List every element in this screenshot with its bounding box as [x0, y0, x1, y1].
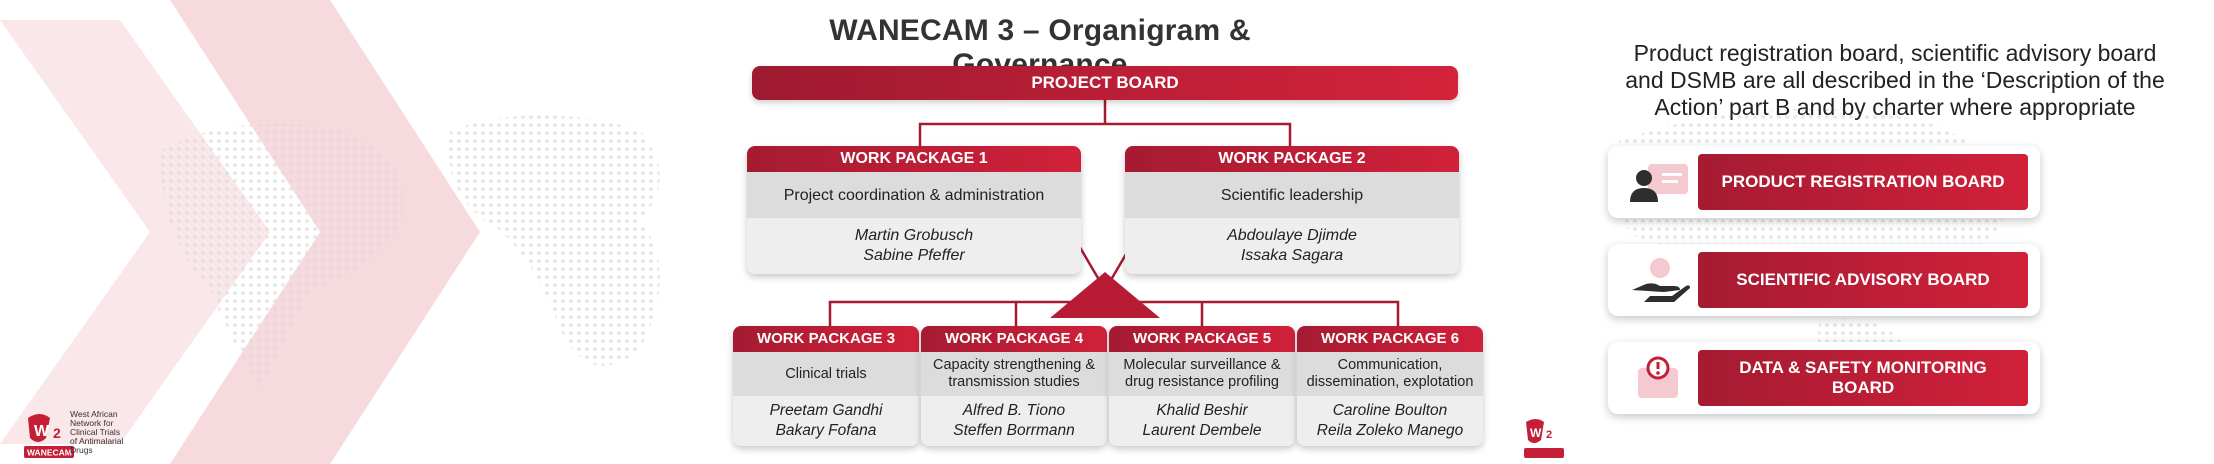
description-line: Communication,	[1337, 357, 1443, 373]
board-label-text: SCIENTIFIC ADVISORY BOARD	[1736, 270, 1990, 289]
work-package-3-description: Clinical trials	[733, 352, 919, 396]
logo-wordmark: WANECAM	[27, 448, 72, 458]
product-registration-board-label: PRODUCT REGISTRATION BOARD	[1698, 154, 2028, 210]
org-text-line: West African	[70, 409, 118, 419]
lead-name: Laurent Dembele	[1142, 422, 1262, 439]
description-line: drug resistance profiling	[1125, 374, 1279, 390]
org-text-line: Drugs	[70, 445, 93, 455]
work-package-3-leads: Preetam Gandhi Bakary Fofana	[733, 396, 919, 446]
lead-name: Caroline Boulton	[1332, 402, 1448, 419]
lead-name: Alfred B. Tiono	[962, 402, 1066, 419]
lead-name: Issaka Sagara	[1240, 247, 1344, 264]
lead-name: Abdoulaye Djimde	[1227, 227, 1357, 244]
lead-name: Steffen Borrmann	[953, 422, 1075, 439]
work-package-5-card: WORK PACKAGE 5 Molecular surveillance & …	[1109, 326, 1295, 446]
org-text-line: Network for	[70, 418, 114, 428]
work-package-1-description: Project coordination & administration	[747, 172, 1081, 218]
product-registration-board-card: PRODUCT REGISTRATION BOARD	[1608, 146, 2040, 218]
work-package-4-leads: Alfred B. Tiono Steffen Borrmann	[921, 396, 1107, 446]
work-package-4-title: WORK PACKAGE 4	[921, 326, 1107, 352]
work-package-1-title: WORK PACKAGE 1	[747, 146, 1081, 172]
hub-triangle	[1050, 272, 1160, 318]
work-package-2-card: WORK PACKAGE 2 Scientific leadership Abd…	[1125, 146, 1459, 274]
work-package-6-title: WORK PACKAGE 6	[1297, 326, 1483, 352]
wanecam-small-logo: W 2	[1524, 419, 1564, 458]
work-package-6-description: Communication, dissemination, explotatio…	[1297, 352, 1483, 396]
data-safety-monitoring-board-card: DATA & SAFETY MONITORING BOARD	[1608, 342, 2040, 414]
lead-name: Khalid Beshir	[1156, 402, 1248, 419]
wanecam-logo: W 2 WANECAM	[24, 414, 74, 458]
description-line: Molecular surveillance &	[1123, 357, 1281, 373]
person-id-card-icon	[1630, 164, 1688, 202]
description-line: dissemination, explotation	[1306, 374, 1474, 390]
lead-name: Preetam Gandhi	[769, 402, 883, 419]
svg-text:2: 2	[53, 425, 61, 441]
work-package-1-card: WORK PACKAGE 1 Project coordination & ad…	[747, 146, 1081, 274]
note-line: Action’ part B and by charter where appr…	[1654, 94, 2136, 120]
hand-person-icon	[1632, 258, 1690, 302]
work-package-6-card: WORK PACKAGE 6 Communication, disseminat…	[1297, 326, 1483, 446]
work-package-4-card: WORK PACKAGE 4 Capacity strengthening & …	[921, 326, 1107, 446]
note-line: and DSMB are all described in the ‘Descr…	[1625, 67, 2165, 93]
alert-document-icon	[1638, 356, 1678, 398]
work-package-1-leads: Martin Grobusch Sabine Pfeffer	[747, 218, 1081, 274]
org-text-line: of Antimalarial	[70, 436, 124, 446]
governance-note: Product registration board, scientific a…	[1575, 40, 2214, 121]
work-package-3-title: WORK PACKAGE 3	[733, 326, 919, 352]
description-line: Capacity strengthening &	[932, 357, 1095, 373]
work-package-3-card: WORK PACKAGE 3 Clinical trials Preetam G…	[733, 326, 919, 446]
work-package-6-leads: Caroline Boulton Reila Zoleko Manego	[1297, 396, 1483, 446]
project-board: PROJECT BOARD	[752, 66, 1458, 100]
lead-name: Sabine Pfeffer	[863, 247, 965, 264]
work-package-4-description: Capacity strengthening & transmission st…	[921, 352, 1107, 396]
board-label-text: BOARD	[1831, 378, 1895, 397]
svg-text:W: W	[34, 423, 50, 440]
scientific-advisory-board-card: SCIENTIFIC ADVISORY BOARD	[1608, 244, 2040, 316]
description-line: transmission studies	[948, 374, 1080, 390]
scientific-advisory-board-label: SCIENTIFIC ADVISORY BOARD	[1698, 252, 2028, 308]
lead-name: Martin Grobusch	[854, 227, 974, 244]
board-label-text: DATA & SAFETY MONITORING	[1739, 358, 1987, 377]
data-safety-monitoring-board-label: DATA & SAFETY MONITORING BOARD	[1698, 350, 2028, 406]
work-package-5-title: WORK PACKAGE 5	[1109, 326, 1295, 352]
work-package-2-description: Scientific leadership	[1125, 172, 1459, 218]
svg-text:W: W	[1530, 426, 1542, 440]
note-line: Product registration board, scientific a…	[1633, 40, 2157, 66]
work-package-5-leads: Khalid Beshir Laurent Dembele	[1109, 396, 1295, 446]
work-package-5-description: Molecular surveillance & drug resistance…	[1109, 352, 1295, 396]
lead-name: Reila Zoleko Manego	[1316, 422, 1464, 439]
lead-name: Bakary Fofana	[775, 422, 877, 439]
page-title: WANECAM 3 – Organigram & Governance	[829, 14, 1251, 81]
org-text-line: Clinical Trials	[70, 427, 121, 437]
svg-text:2: 2	[1546, 429, 1552, 441]
work-package-2-title: WORK PACKAGE 2	[1125, 146, 1459, 172]
board-label-text: PRODUCT REGISTRATION BOARD	[1721, 172, 2005, 191]
logo-org-text: West African Network for Clinical Trials…	[70, 410, 140, 455]
work-package-2-leads: Abdoulaye Djimde Issaka Sagara	[1125, 218, 1459, 274]
